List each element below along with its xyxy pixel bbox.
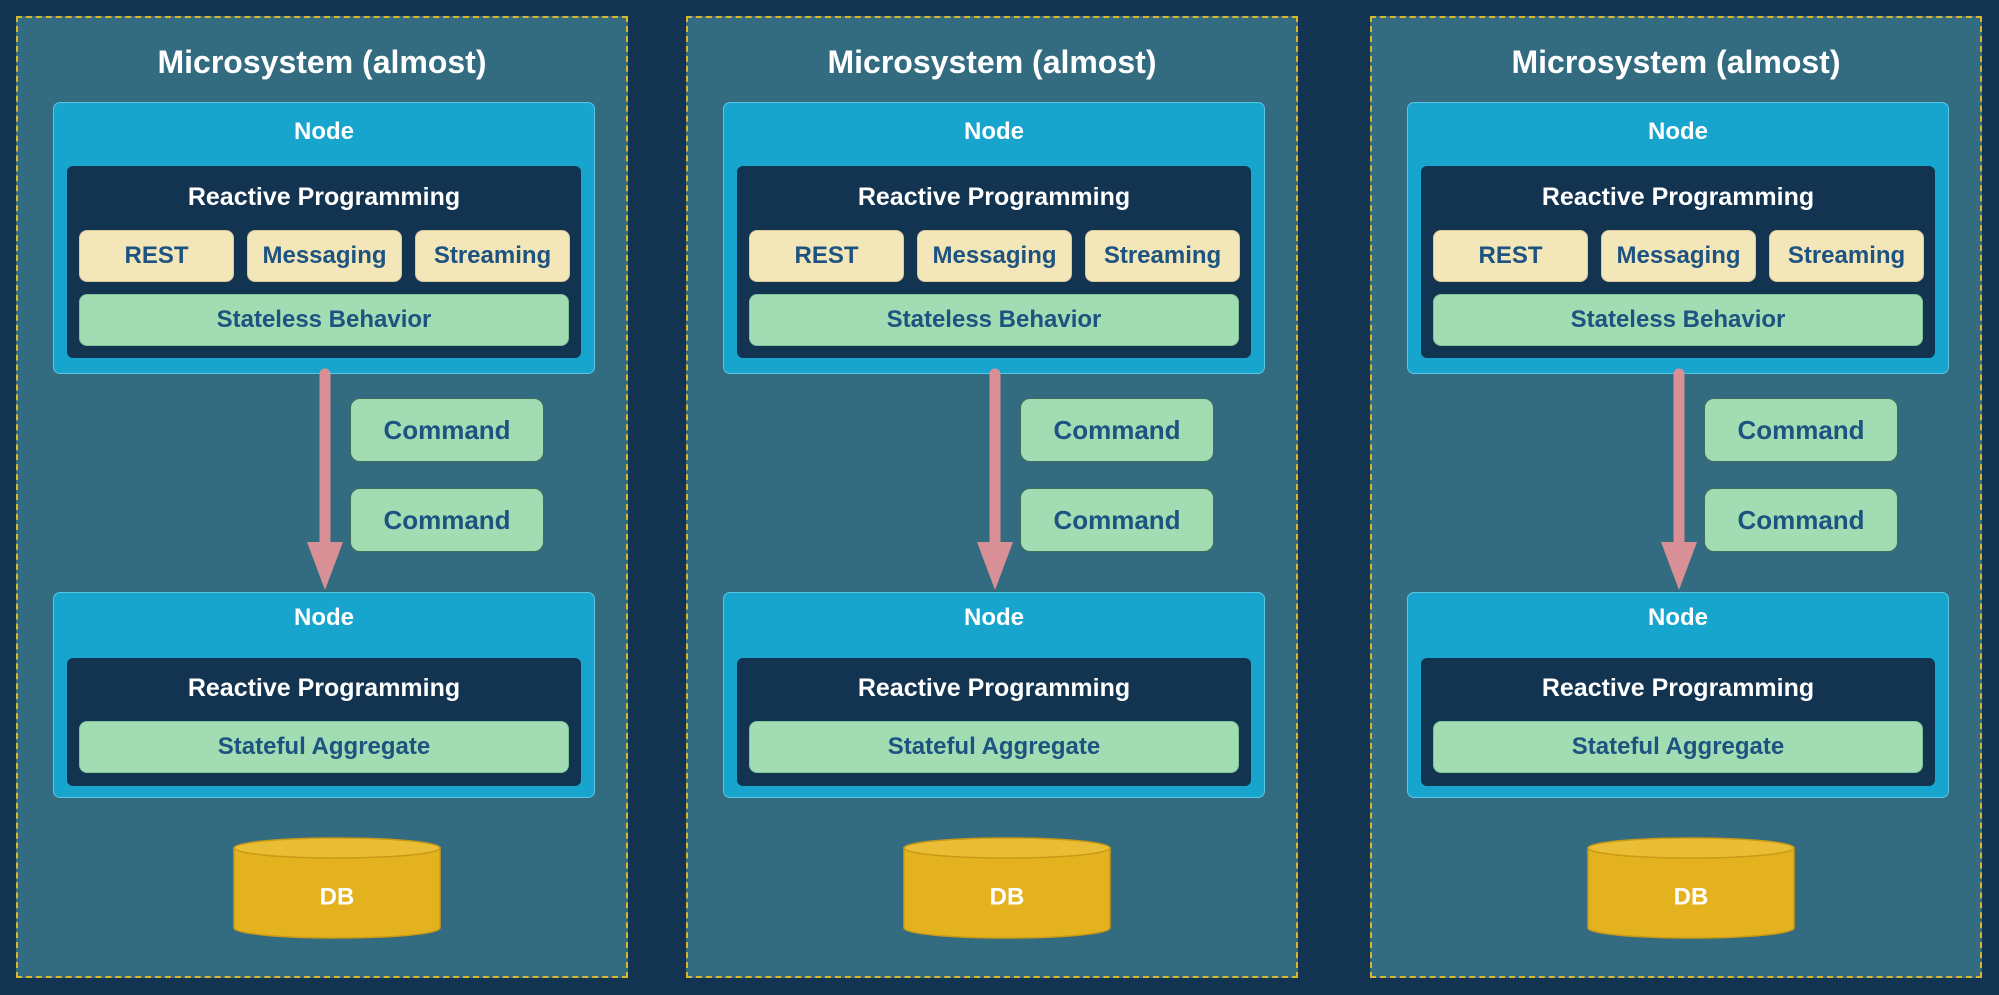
node-label: Node (1648, 604, 1708, 631)
rest-pill: REST (749, 230, 904, 282)
node-label: Node (964, 604, 1024, 631)
stateless-behavior-pill: Stateless Behavior (749, 294, 1239, 346)
database-icon: DB (233, 837, 441, 939)
reactive-programming-title: Reactive Programming (1541, 183, 1815, 211)
reactive-programming-box: Reactive Programming Stateful Aggregate (737, 658, 1251, 786)
reactive-programming-title: Reactive Programming (857, 183, 1131, 211)
microsystem-panel: Microsystem (almost) Node Reactive Progr… (16, 16, 628, 978)
rest-pill: REST (1433, 230, 1588, 282)
command-flow-arrow (1661, 368, 1697, 590)
database-icon: DB (903, 837, 1111, 939)
stateless-behavior-pill: Stateless Behavior (79, 294, 569, 346)
command-box: Command (1020, 488, 1214, 552)
command-box: Command (350, 488, 544, 552)
db-label: DB (990, 883, 1025, 910)
reactive-programming-box: Reactive Programming REST Messaging Stre… (1421, 166, 1935, 358)
microsystem-panel: Microsystem (almost) Node Reactive Progr… (1370, 16, 1982, 978)
stateful-aggregate-pill: Stateful Aggregate (1433, 721, 1923, 773)
top-node: Node Reactive Programming REST Messaging… (53, 102, 595, 374)
command-box: Command (350, 398, 544, 462)
command-flow-arrow (307, 368, 343, 590)
node-label: Node (964, 118, 1024, 145)
reactive-programming-title: Reactive Programming (187, 674, 461, 702)
streaming-pill: Streaming (1769, 230, 1924, 282)
streaming-pill: Streaming (1085, 230, 1240, 282)
reactive-programming-title: Reactive Programming (187, 183, 461, 211)
reactive-programming-box: Reactive Programming REST Messaging Stre… (737, 166, 1251, 358)
node-label: Node (294, 604, 354, 631)
messaging-pill: Messaging (247, 230, 402, 282)
microsystem-title: Microsystem (almost) (1511, 44, 1841, 80)
command-flow-arrow (977, 368, 1013, 590)
stateful-aggregate-pill: Stateful Aggregate (79, 721, 569, 773)
microsystem-title: Microsystem (almost) (827, 44, 1157, 80)
rest-pill: REST (79, 230, 234, 282)
db-label: DB (320, 883, 355, 910)
top-node: Node Reactive Programming REST Messaging… (723, 102, 1265, 374)
bottom-node: Node Reactive Programming Stateful Aggre… (723, 592, 1265, 798)
streaming-pill: Streaming (415, 230, 570, 282)
reactive-programming-title: Reactive Programming (1541, 674, 1815, 702)
bottom-node: Node Reactive Programming Stateful Aggre… (1407, 592, 1949, 798)
db-label: DB (1674, 883, 1709, 910)
messaging-pill: Messaging (917, 230, 1072, 282)
database-icon: DB (1587, 837, 1795, 939)
reactive-programming-box: Reactive Programming Stateful Aggregate (1421, 658, 1935, 786)
command-box: Command (1704, 398, 1898, 462)
node-label: Node (294, 118, 354, 145)
messaging-pill: Messaging (1601, 230, 1756, 282)
stateful-aggregate-pill: Stateful Aggregate (749, 721, 1239, 773)
bottom-node: Node Reactive Programming Stateful Aggre… (53, 592, 595, 798)
top-node: Node Reactive Programming REST Messaging… (1407, 102, 1949, 374)
microsystem-title: Microsystem (almost) (157, 44, 487, 80)
reactive-programming-box: Reactive Programming REST Messaging Stre… (67, 166, 581, 358)
stateless-behavior-pill: Stateless Behavior (1433, 294, 1923, 346)
node-label: Node (1648, 118, 1708, 145)
command-box: Command (1020, 398, 1214, 462)
reactive-programming-box: Reactive Programming Stateful Aggregate (67, 658, 581, 786)
reactive-programming-title: Reactive Programming (857, 674, 1131, 702)
microsystem-panel: Microsystem (almost) Node Reactive Progr… (686, 16, 1298, 978)
command-box: Command (1704, 488, 1898, 552)
